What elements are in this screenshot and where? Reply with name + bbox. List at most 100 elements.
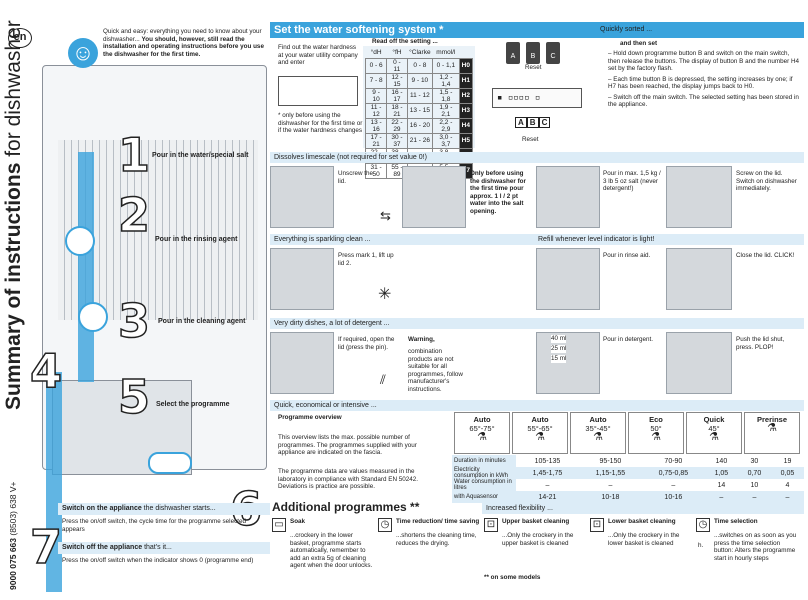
programme-value: – <box>671 481 676 489</box>
hour-label: h. <box>698 542 704 549</box>
hardness-setting: H3 <box>458 102 474 119</box>
key-b[interactable]: B <box>526 117 539 128</box>
button-a[interactable]: A <box>506 42 520 64</box>
step3-bar: Very dirty dishes, a lot of detergent ..… <box>270 318 804 329</box>
programme-value: 19 <box>783 457 792 465</box>
step-number-3: 3 <box>117 293 151 349</box>
button-b[interactable]: B <box>526 42 540 64</box>
step-number-1: 1 <box>117 127 151 183</box>
swap-icon: ⇆ <box>380 208 391 223</box>
additional-programme: ⊡Lower basket cleaning...Only the crocke… <box>590 518 694 574</box>
find-out-text: Find out the water hardness at your wate… <box>278 44 358 66</box>
label-step3: Pour in the cleaning agent <box>158 318 246 325</box>
button-c[interactable]: C <box>546 42 560 64</box>
step2-image-2 <box>536 248 600 310</box>
hardness-cell: 1,2 - 1,4 <box>432 72 460 89</box>
step7-text: Press the on/off switch when the indicat… <box>62 557 254 564</box>
step-number-4: 4 <box>29 343 63 399</box>
overview-text: This overview lists the max. possible nu… <box>278 434 417 456</box>
part-number: 9000 075 663 (8503) 638 V+ <box>8 481 18 590</box>
hardness-header-cell: °Clarke <box>409 49 431 57</box>
programme-value: 14-21 <box>538 493 557 501</box>
programme-value: 0,70 <box>747 469 762 477</box>
hardness-cell: 9 - 10 <box>406 72 434 89</box>
footnote: ** on some models <box>484 574 541 581</box>
side-title-light: for dishwasher <box>2 20 25 163</box>
hardness-note: * only before using the dishwasher for t… <box>278 112 363 134</box>
key-a[interactable]: A <box>515 117 527 128</box>
programme-value: 140 <box>715 457 728 465</box>
programme-value: 4 <box>785 481 790 489</box>
step1-text-1: Unscrew the lid. <box>338 170 373 185</box>
step2-text-3: Close the lid. CLICK! <box>736 252 795 259</box>
additional-programme: ⊡Upper basket cleaning...Only the crocke… <box>484 518 588 574</box>
side-title-bold: Summary of instructions <box>2 162 25 410</box>
additional-programme: ◷Time selection...switches on as soon as… <box>696 518 800 574</box>
hardness-cell: 1,9 - 2,1 <box>432 102 460 119</box>
programme-name: Prerinse <box>756 415 788 424</box>
step4-bar: Switch on the appliance the dishwasher s… <box>58 503 270 515</box>
hardness-setting: H1 <box>458 72 474 89</box>
label-step1: Pour in the water/special salt <box>152 152 249 159</box>
programme-value: – <box>752 493 757 501</box>
and-then-set: and then set <box>620 40 658 47</box>
key-c[interactable]: C <box>538 117 551 128</box>
programme-name: Auto <box>531 415 549 424</box>
hardness-setting: H0 <box>458 57 474 74</box>
additional-programme-icon: ⊡ <box>590 518 604 532</box>
hardness-cell: 7 - 8 <box>364 72 388 89</box>
additional-programme-icon: ◷ <box>696 518 710 532</box>
programme-icon: ⚗ <box>709 431 719 443</box>
hardness-cell: 11 - 12 <box>364 102 388 119</box>
additional-programme: ▭Soak...crockery in the lower basket, pr… <box>272 518 376 574</box>
programme-value: – <box>608 481 613 489</box>
hardness-cell: 9 - 10 <box>364 87 388 104</box>
additional-programme-icon: ◷ <box>378 518 392 532</box>
step1-text-2: Only before using the dishwasher for the… <box>470 170 526 215</box>
step3-text-1: If required, open the lid (press the pin… <box>338 336 395 351</box>
programme-row-label: Duration in minutes <box>452 455 516 467</box>
step-number-2: 2 <box>117 187 151 243</box>
additional-programme-icon: ▭ <box>272 518 286 532</box>
programme-header: Prerinse⚗ <box>744 412 800 454</box>
panel-marker <box>148 452 192 474</box>
programme-buttons: A B C <box>506 42 562 64</box>
hardness-cell: 0 - 11 <box>386 57 408 74</box>
step6-bar: Increased flexibility ... <box>482 503 804 514</box>
step-number-5: 5 <box>117 369 151 425</box>
hardness-cell: 0 - 8 <box>406 57 434 74</box>
salt-cap-marker <box>65 226 95 256</box>
programme-row-label: Electricity consumption in kWh <box>452 467 516 479</box>
water-steps: – Hold down programme button B and switc… <box>608 50 800 108</box>
step2-text-1: Press mark 1, lift up lid 2. <box>338 252 394 267</box>
additional-programme-text: ...crockery in the lower basket, program… <box>290 532 373 569</box>
hardness-cell: 17 - 21 <box>364 132 388 149</box>
additional-programme-text: ...Only the crockery in the upper basket… <box>502 532 574 547</box>
hardness-cell: 30 - 37 <box>386 132 408 149</box>
programme-icon: ⚗ <box>767 422 777 434</box>
lang-badge: en <box>8 28 32 48</box>
additional-title: Additional programmes ** <box>272 500 420 514</box>
smiley-icon: ☺ <box>68 38 98 68</box>
additional-programme-title: Time selection <box>714 518 758 525</box>
hardness-cell: 11 - 12 <box>406 87 434 104</box>
step2-image-1 <box>270 248 334 310</box>
hardness-cell: 13 - 15 <box>406 102 434 119</box>
programme-temp: 55°-65° <box>527 424 553 433</box>
hardness-header-cell: °fH <box>392 49 402 57</box>
hardness-input[interactable] <box>278 76 358 106</box>
step4-text: Press the on/off switch, the cycle time … <box>62 518 246 533</box>
step1-text-3: Pour in max. 1,5 kg / 3 lb 5 oz salt (ne… <box>603 170 661 192</box>
step2-text-2: Pour in rinse aid. <box>603 252 651 259</box>
warning-text: combination products are not suitable fo… <box>408 348 463 393</box>
hardness-cell: 21 - 26 <box>406 132 434 149</box>
display-panel: ▪ ▫▫▫▫ ▫ <box>492 88 582 108</box>
